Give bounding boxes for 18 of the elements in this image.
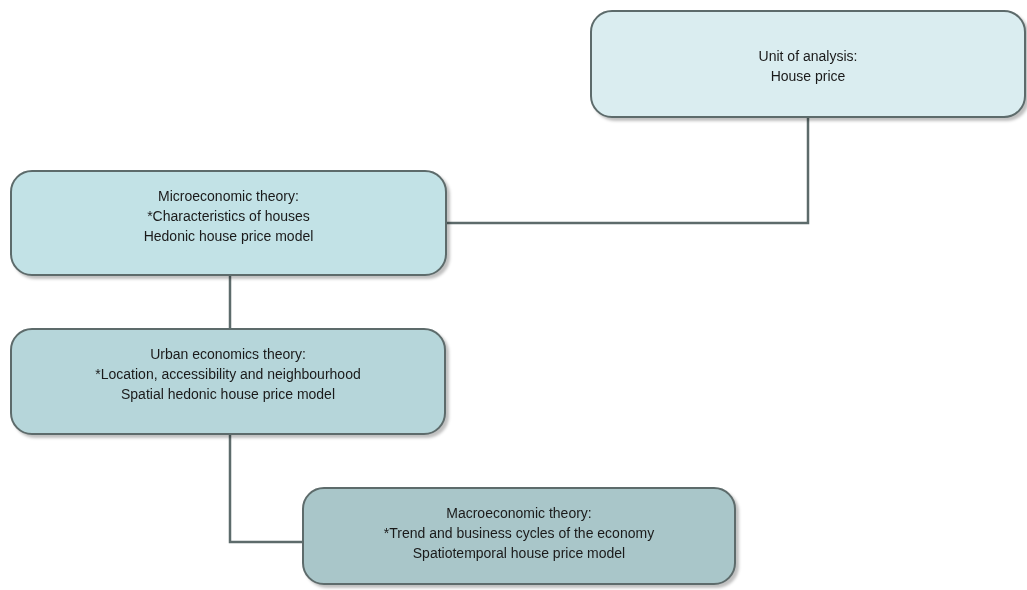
box-text: Spatial hedonic house price model	[121, 385, 335, 404]
rounded-box	[590, 10, 1026, 118]
connector-line	[228, 435, 302, 544]
box-text: House price	[770, 67, 846, 86]
connector-line	[228, 276, 232, 328]
box-heading: Unit of analysis:	[758, 47, 858, 66]
box-text: *Trend and business cycles of the economy	[383, 524, 655, 543]
box-heading: Microeconomic theory:	[158, 187, 299, 206]
connector-line	[447, 118, 810, 225]
rounded-box	[10, 328, 446, 435]
box-heading: Macroeconomic theory:	[446, 504, 592, 523]
rounded-box	[10, 170, 447, 276]
rounded-box	[302, 487, 736, 585]
box-text: *Location, accessibility and neighbourhood	[95, 365, 361, 384]
box-text: Spatiotemporal house price model	[412, 544, 626, 563]
box-text: Hedonic house price model	[143, 227, 314, 246]
box-heading: Urban economics theory:	[150, 345, 306, 364]
box-text: *Characteristics of houses	[147, 207, 310, 226]
